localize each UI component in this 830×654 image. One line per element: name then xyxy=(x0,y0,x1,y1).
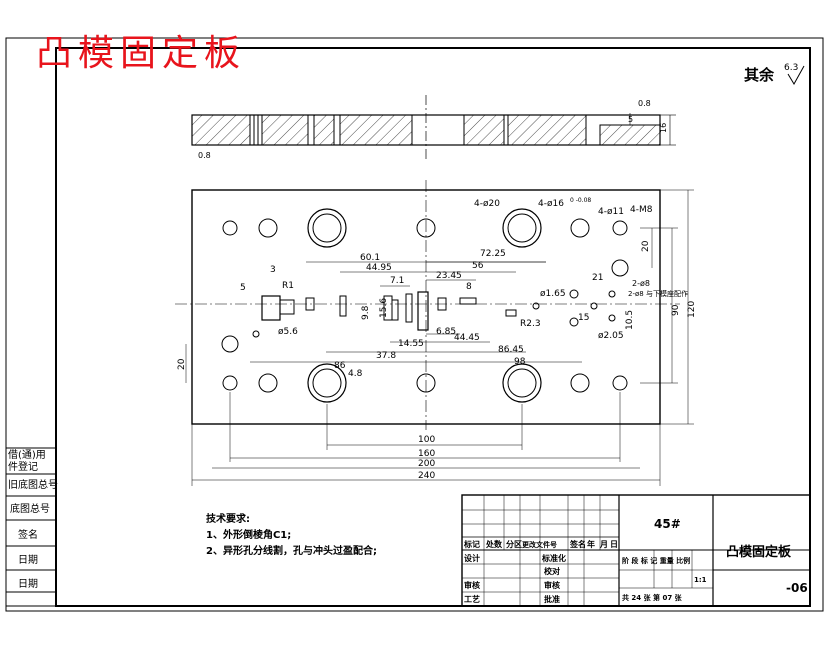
roughness-bottom: 0.8 xyxy=(198,151,211,160)
dim-thickness: 16 xyxy=(659,123,668,133)
surface-roughness-note: 其余 6.3 xyxy=(744,63,805,85)
tb-header-3: 更改文件号 xyxy=(522,540,557,549)
tb-header-7: 日 xyxy=(610,540,618,549)
dim-d35: 15.6 xyxy=(379,298,389,318)
dim-d30: 5 xyxy=(240,283,246,293)
tb-header-4: 签名 xyxy=(569,539,586,549)
title-block xyxy=(461,494,811,607)
dim-d5: 23.45 xyxy=(436,271,462,281)
dim-d6: 7.1 xyxy=(390,276,404,286)
side-label-2: 旧底图总号 xyxy=(8,478,58,491)
side-label-1: 件登记 xyxy=(8,460,38,473)
side-label-0: 借(通)用 xyxy=(8,449,46,461)
dim-d4: 56 xyxy=(472,261,484,271)
tb-header-1: 处数 xyxy=(485,539,503,549)
tb-header-0: 标记 xyxy=(463,539,480,549)
dim-d25: ø1.65 xyxy=(540,289,566,299)
side-label-column: 借(通)用 件登记 旧底图总号 底图总号 签名 日期 日期 xyxy=(5,447,58,607)
side-label-6: 日期 xyxy=(18,578,38,590)
tb-design: 设计 xyxy=(464,553,480,563)
hole-label-4: 4-M8 xyxy=(630,205,653,215)
outer-frame xyxy=(5,37,824,612)
surface-note-text: 其余 xyxy=(744,66,775,84)
tb-std: 标准化 xyxy=(541,553,566,563)
side-label-4: 签名 xyxy=(18,528,38,541)
dim-d22: 21 xyxy=(592,273,603,283)
dim-d32: 15 xyxy=(578,313,589,323)
tech-req-heading: 技术要求: xyxy=(206,512,250,525)
tb-process: 工艺 xyxy=(464,594,480,604)
tb-approve: 批准 xyxy=(544,594,560,604)
dim-d21: 20 xyxy=(641,240,651,252)
dim-d8: 86 xyxy=(334,361,346,371)
dim-d20: 20 xyxy=(177,358,187,370)
dim-d19: 120 xyxy=(687,301,697,318)
inner-frame xyxy=(55,47,811,607)
tech-req-item1: 1、外形倒棱角C1; xyxy=(206,528,291,541)
dim-d26: ø2.05 xyxy=(598,331,624,341)
dim-d9: 37.8 xyxy=(376,351,396,361)
tech-req-item2: 2、异形孔分线割，孔与冲头过盈配合; xyxy=(206,544,377,557)
roughness-top: 0.8 xyxy=(638,99,651,108)
tb-review: 审核 xyxy=(544,580,560,590)
dim-d1: 60.1 xyxy=(360,253,380,263)
dim-d31: 10.5 xyxy=(625,310,635,330)
section-view: 16 5 0.8 0.8 xyxy=(191,95,676,160)
technical-requirements: 技术要求: 1、外形倒棱角C1; 2、异形孔分线割，孔与冲头过盈配合; xyxy=(206,512,377,557)
hole-label-2: 4-ø16 xyxy=(538,199,564,209)
dim-d12: 86.45 xyxy=(498,345,524,355)
dim-d10: 14.55 xyxy=(398,339,424,349)
dim-d33: 9.8 xyxy=(361,305,371,320)
tb-drawing-no: -06 xyxy=(786,581,808,595)
side-label-5: 日期 xyxy=(18,554,38,566)
plan-view xyxy=(175,180,694,486)
drawing-title: 凸模固定板 xyxy=(36,33,247,74)
tb-audit: 校对 xyxy=(544,566,560,576)
title-block-text: 标记 处数 分区 更改文件号 签名 年 月 日 设计 标准化 校对 审核 审核 … xyxy=(463,517,808,604)
dim-d28: R1 xyxy=(282,281,294,291)
tb-header-6: 月 xyxy=(599,540,608,549)
dim-d27: ø5.6 xyxy=(278,327,298,337)
dim-d24: R2.3 xyxy=(520,319,541,329)
hole-tolerance: 0 -0.08 xyxy=(570,197,591,204)
dim-d7: 8 xyxy=(466,282,472,292)
hole-label-3: 4-ø11 xyxy=(598,207,624,217)
dim-d15: 160 xyxy=(418,449,435,459)
dim-d23: 6.85 xyxy=(436,327,456,337)
hole-label-5: 2-ø8 xyxy=(632,279,650,288)
dim-d13: 98 xyxy=(514,357,526,367)
roughness-symbol xyxy=(787,65,805,85)
tb-header-5: 年 xyxy=(587,539,595,549)
dim-d2: 44.95 xyxy=(366,263,392,273)
dim-d29: 3 xyxy=(270,265,276,275)
dimension-labels: 60.1 44.95 72.25 56 23.45 7.1 8 86 37.8 … xyxy=(177,197,697,481)
tb-material: 45# xyxy=(654,517,681,531)
hole-note: 2-ø8 与下模座配作 xyxy=(628,289,688,298)
tb-stage-labels: 阶 段 标 记 重量 比例 xyxy=(622,556,690,565)
tb-part-name: 凸模固定板 xyxy=(726,544,792,560)
dim-d3: 72.25 xyxy=(480,249,506,259)
dim-d11: 44.45 xyxy=(454,333,480,343)
side-label-3: 底图总号 xyxy=(10,502,50,515)
tb-check: 审核 xyxy=(464,580,480,590)
dim-step: 5 xyxy=(628,115,633,124)
dim-d34: 4.8 xyxy=(348,369,363,379)
hole-label-1: 4-ø20 xyxy=(474,199,500,209)
dim-d18: 90 xyxy=(671,304,681,316)
tb-sheets: 共 24 张 第 07 张 xyxy=(622,593,683,602)
dim-d14: 100 xyxy=(418,435,435,445)
dim-d17: 240 xyxy=(418,471,435,481)
tb-header-2: 分区 xyxy=(506,539,522,549)
tb-scale: 1:1 xyxy=(694,576,707,584)
roughness-value: 6.3 xyxy=(784,63,798,73)
dim-d16: 200 xyxy=(418,459,435,469)
